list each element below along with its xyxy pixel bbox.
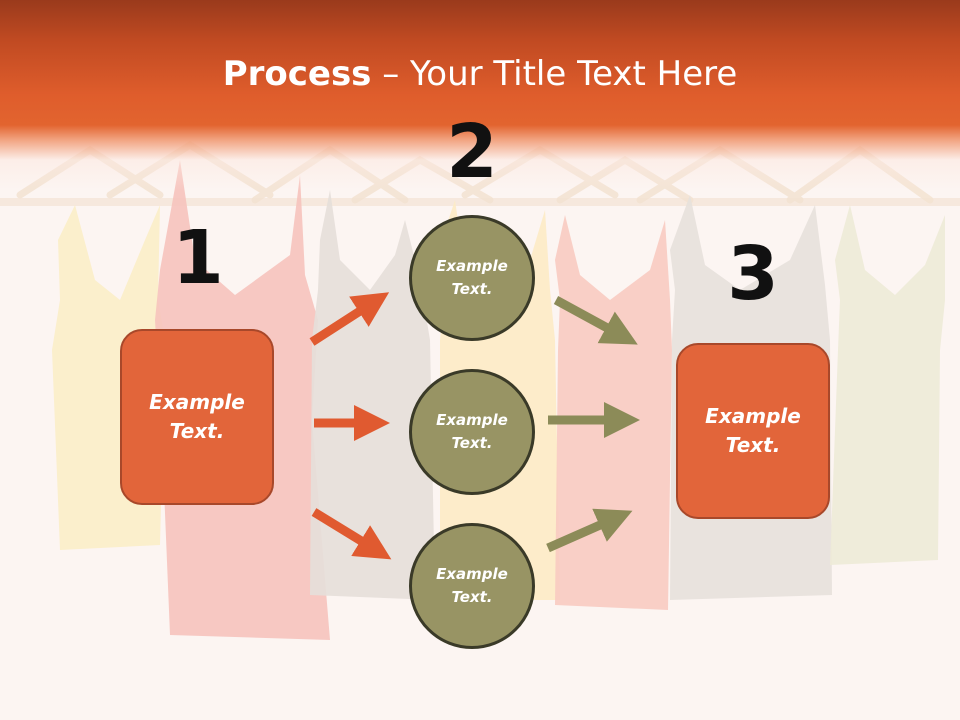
step-1-box: Example Text.: [120, 329, 274, 505]
title-rest: – Your Title Text Here: [371, 54, 738, 94]
header-band: [0, 0, 960, 215]
title-bold: Process: [222, 54, 372, 94]
step-number-2: 2: [446, 109, 498, 195]
slide-title: Process – Your Title Text Here: [0, 50, 960, 98]
step-2-circle-bottom: Example Text.: [409, 523, 535, 649]
step-number-1: 1: [172, 215, 224, 301]
dress-olive: [830, 205, 945, 565]
step-number-3: 3: [727, 231, 779, 317]
step-3-box: Example Text.: [676, 343, 830, 519]
step-2-circle-top: Example Text.: [409, 215, 535, 341]
dress-grey-1: [310, 190, 435, 600]
step-2-circle-middle: Example Text.: [409, 369, 535, 495]
